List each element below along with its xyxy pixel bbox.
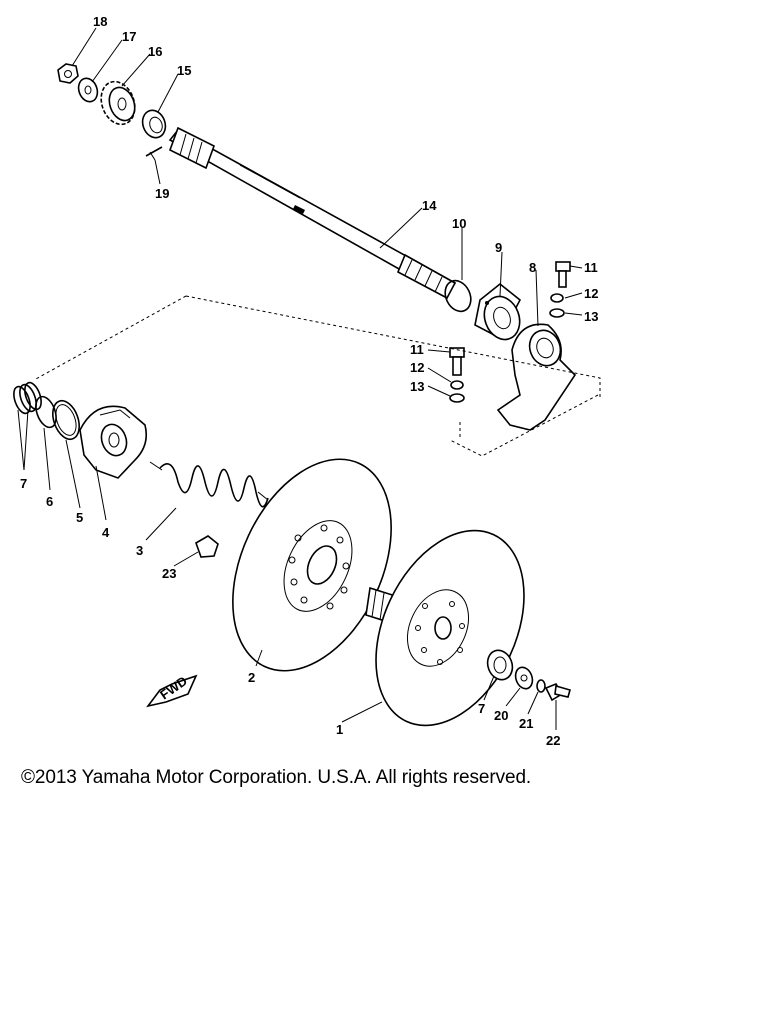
part-label-14: 14 (422, 198, 437, 213)
copyright-notice: ©2013 Yamaha Motor Corporation. U.S.A. A… (21, 767, 532, 788)
part-label-washer-21: 21 (519, 716, 533, 731)
exploded-parts-diagram: FWD 18 17 16 15 19 (13, 14, 601, 748)
part-label-5: 5 (76, 510, 83, 525)
forward-arrow-icon: FWD (146, 673, 198, 708)
part-label-13-middle: 13 (410, 379, 424, 394)
part-label-10: 10 (452, 216, 466, 231)
part-label-bolt-22: 22 (546, 733, 560, 748)
part-label-18: 18 (93, 14, 107, 29)
part-label-12-middle: 12 (410, 360, 424, 375)
part-label-12-upper: 12 (584, 286, 598, 301)
bolt-22 (544, 683, 571, 702)
part-label-sheave-2: 2 (248, 670, 255, 685)
washer-12-middle (450, 380, 464, 390)
part-label-6: 6 (46, 494, 53, 509)
cap-23 (195, 535, 219, 558)
washer-21 (536, 679, 546, 693)
part-label-8: 8 (529, 260, 536, 275)
ring-5 (52, 399, 80, 441)
nut-18 (57, 63, 79, 84)
washer-17 (77, 77, 99, 103)
washer-13-middle (449, 393, 465, 403)
washer-12-upper (550, 293, 564, 303)
ring-6 (35, 395, 57, 429)
part-labels-extra: 2 21 22 (248, 670, 560, 748)
sheave-1 (375, 529, 525, 727)
part-label-13-upper: 13 (584, 309, 598, 324)
part-label-7-right: 7 (478, 701, 485, 716)
part-label-9: 9 (495, 240, 502, 255)
part-label-1: 1 (336, 722, 343, 737)
part-label-7-left: 7 (20, 476, 27, 491)
ring-set-7-left (13, 381, 42, 415)
washer-20 (514, 666, 534, 690)
part-labels: 18 17 16 15 19 14 10 9 8 11 12 13 11 12 … (20, 14, 598, 737)
leader-lines (17, 27, 583, 730)
part-label-3: 3 (136, 543, 143, 558)
part-label-11-upper: 11 (584, 260, 598, 275)
part-label-16: 16 (148, 44, 162, 59)
part-label-20: 20 (494, 708, 508, 723)
bearing-15 (141, 109, 167, 139)
part-label-19: 19 (155, 186, 169, 201)
sprocket-16 (100, 80, 136, 126)
part-label-23: 23 (162, 566, 176, 581)
cam-spider-4 (79, 405, 148, 479)
bracket-8 (496, 323, 577, 431)
bearing-9 (474, 282, 522, 341)
circlip-10 (444, 279, 472, 313)
part-label-15: 15 (177, 63, 191, 78)
bolt-11-middle (449, 347, 465, 376)
part-label-17: 17 (122, 29, 136, 44)
washer-13-upper (549, 308, 565, 318)
bushing-7-right (486, 649, 514, 681)
mounting-outline (33, 295, 601, 457)
part-label-11-middle: 11 (410, 342, 424, 357)
pin-19 (145, 146, 163, 161)
shaft-14 (168, 126, 457, 300)
part-label-4: 4 (102, 525, 110, 540)
sheave-2 (232, 458, 392, 672)
spring-3 (149, 461, 269, 508)
bolt-11-upper (555, 261, 571, 288)
